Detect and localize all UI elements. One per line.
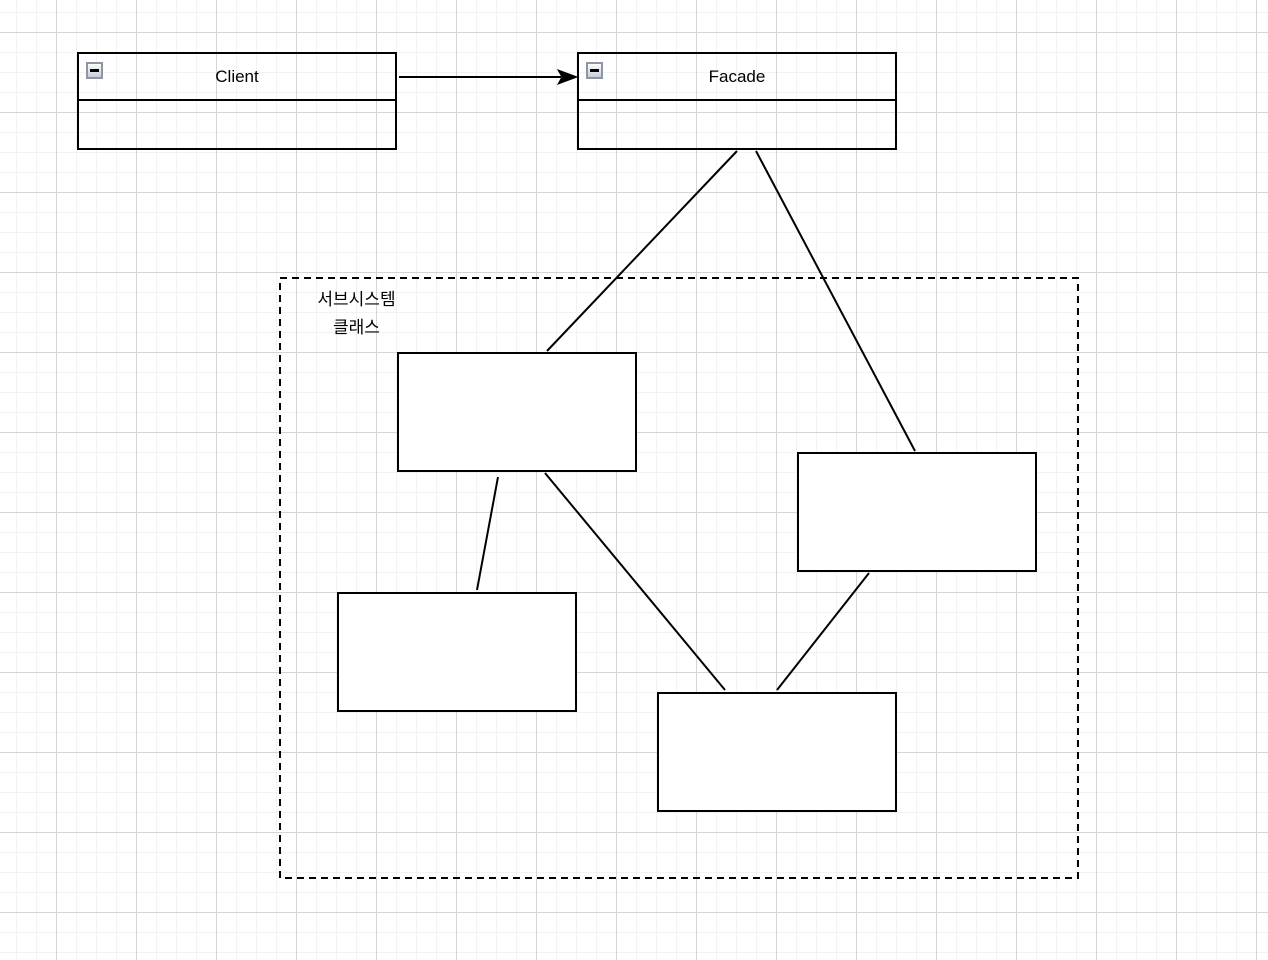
subsystem-box-3[interactable] xyxy=(337,592,577,712)
client-class-shape[interactable]: Client xyxy=(77,52,397,150)
edge-facade-box1[interactable] xyxy=(546,150,738,352)
facade-class-title: Facade xyxy=(708,66,766,86)
collapse-minus-icon[interactable] xyxy=(86,62,103,79)
facade-class-header: Facade xyxy=(579,54,895,101)
subsystem-boundary[interactable] xyxy=(279,277,1079,879)
subsystem-box-1[interactable] xyxy=(397,352,637,472)
arrowhead-icon xyxy=(556,69,579,85)
client-class-header: Client xyxy=(79,54,395,101)
subsystem-label: 서브시스템 클래스 xyxy=(284,286,429,342)
collapse-minus-icon[interactable] xyxy=(586,62,603,79)
subsystem-label-line1: 서브시스템 xyxy=(317,290,396,309)
subsystem-box-4[interactable] xyxy=(657,692,897,812)
subsystem-label-line2: 클래스 xyxy=(333,318,380,337)
edge-facade-box2[interactable] xyxy=(755,150,916,452)
minus-icon xyxy=(590,69,599,72)
facade-class-shape[interactable]: Facade xyxy=(577,52,897,150)
edge-box2-box4[interactable] xyxy=(776,572,870,691)
minus-icon xyxy=(90,69,99,72)
edge-box1-box3[interactable] xyxy=(476,476,499,591)
client-class-title: Client xyxy=(215,66,259,86)
subsystem-box-2[interactable] xyxy=(797,452,1037,572)
edge-box1-box4[interactable] xyxy=(544,472,726,691)
